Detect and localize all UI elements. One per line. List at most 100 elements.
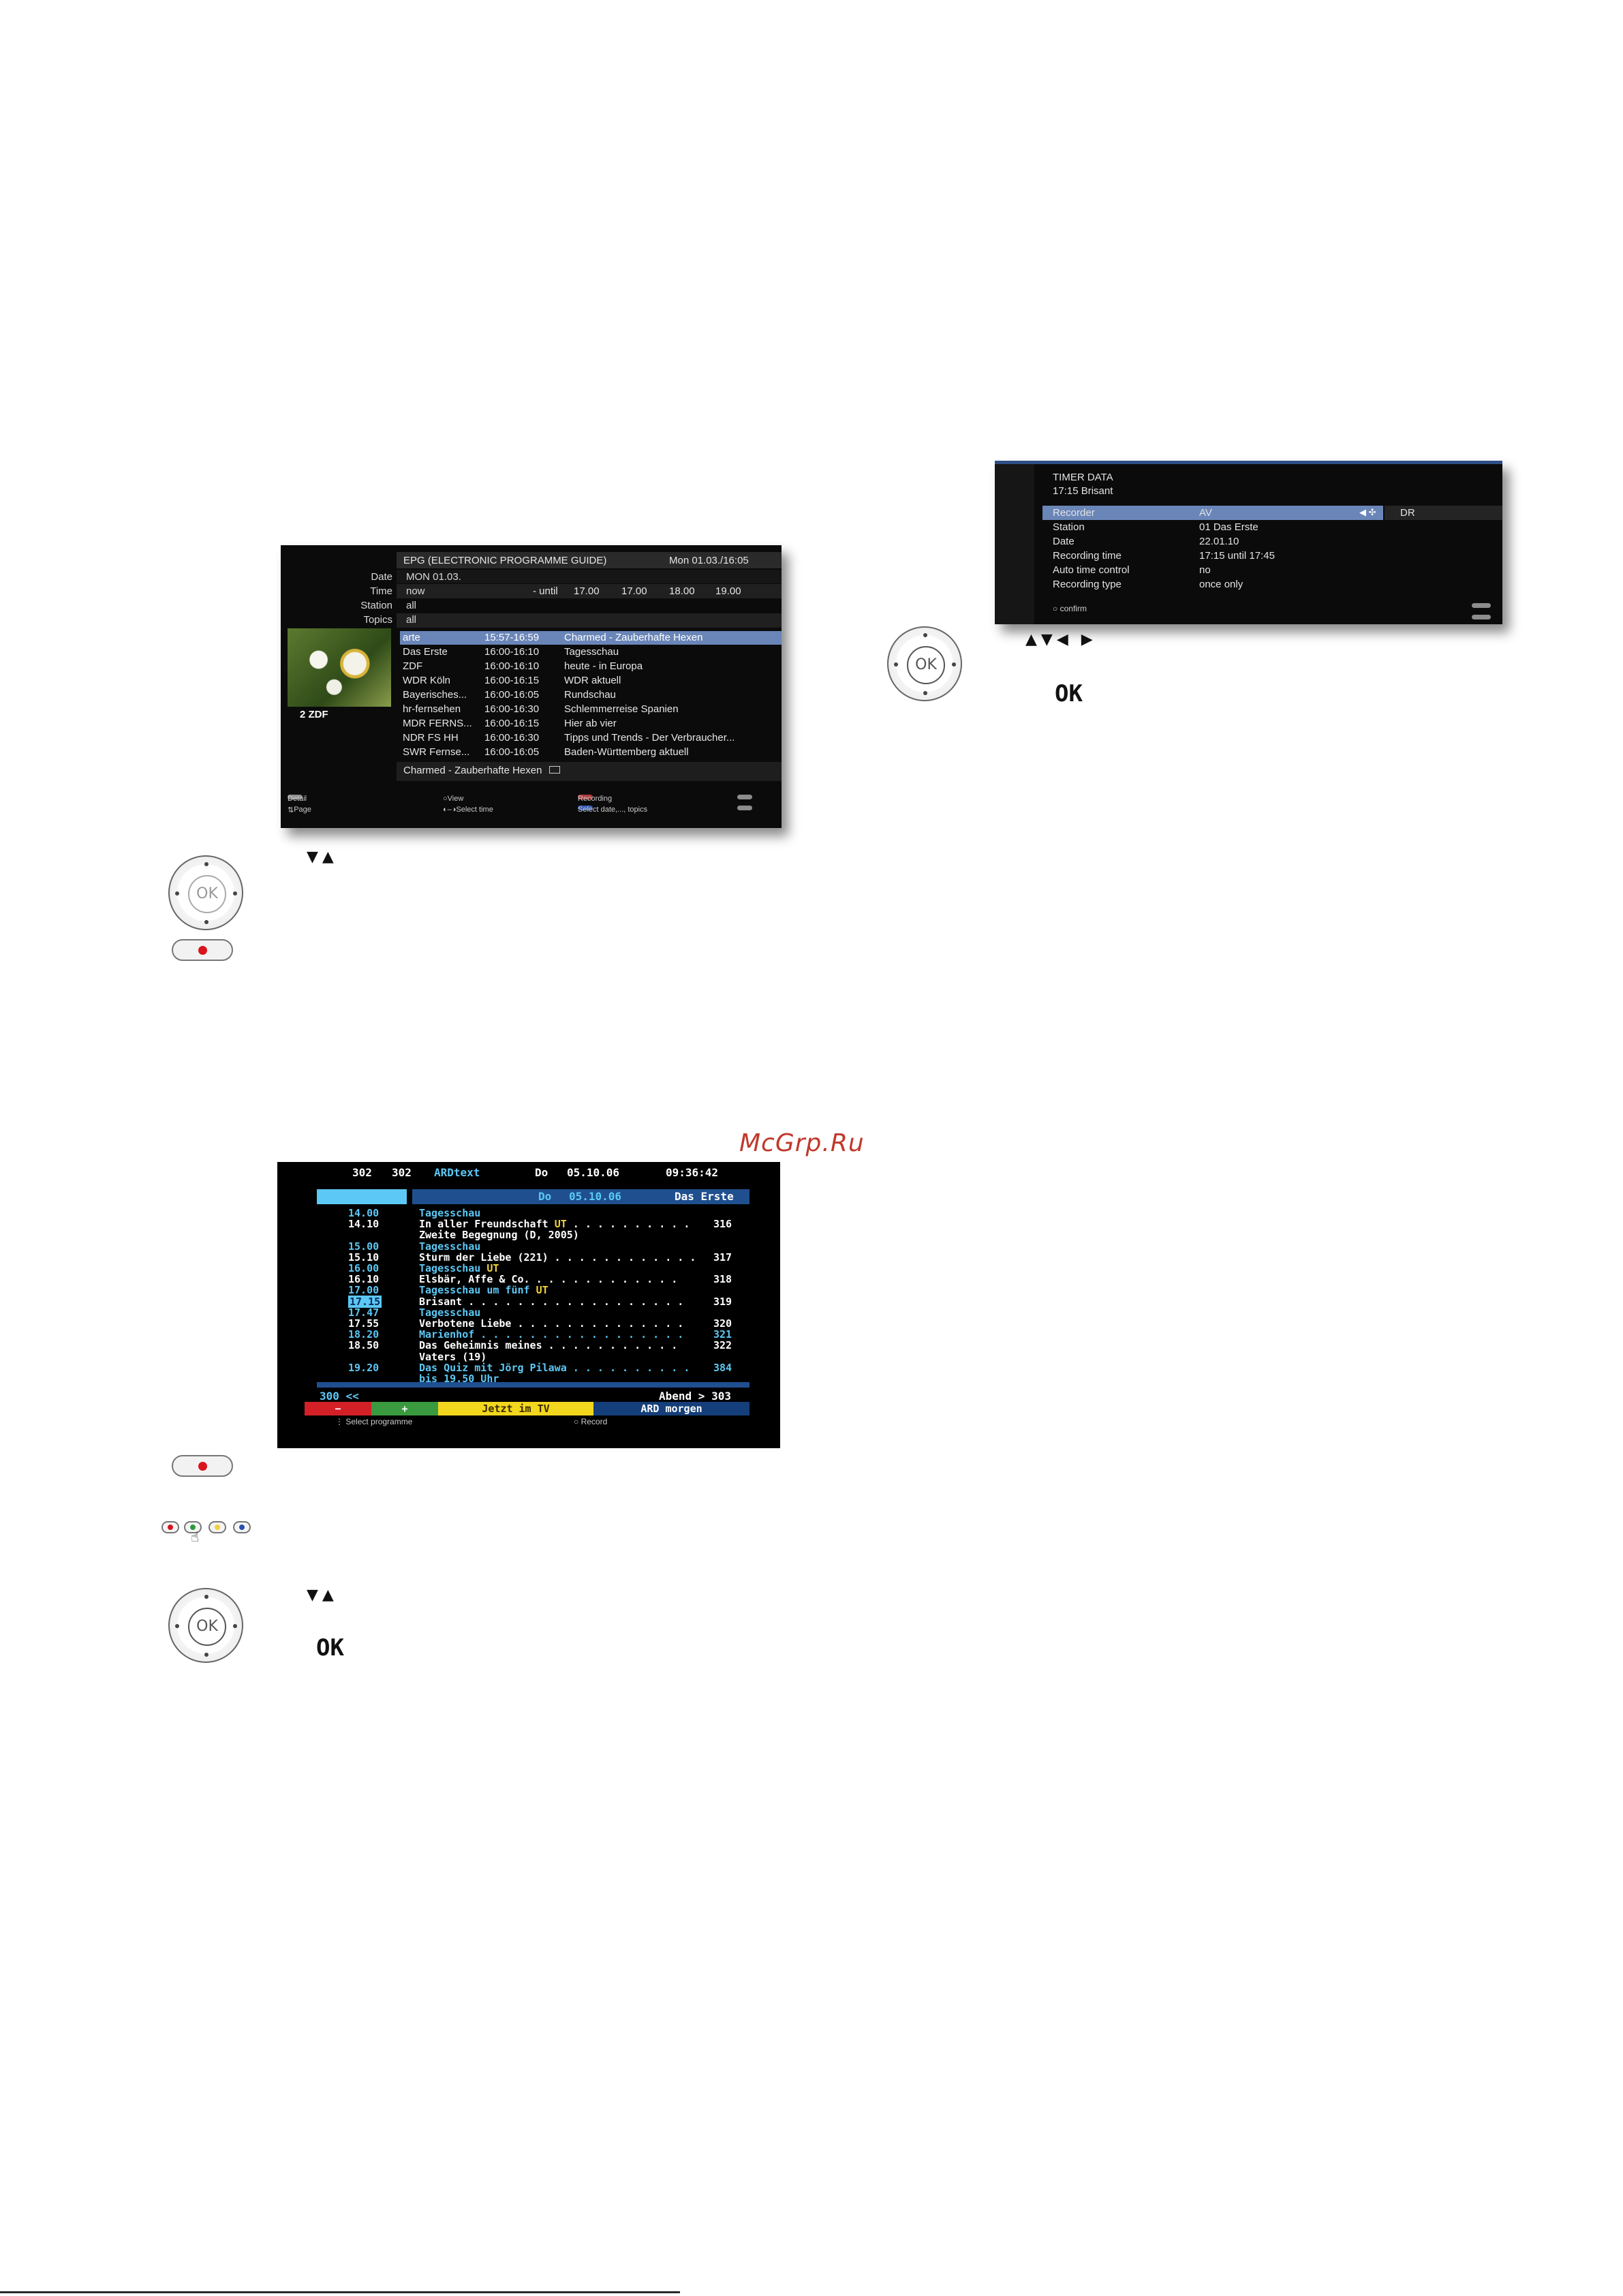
ttx-line-time: 15.10: [348, 1251, 380, 1264]
epg-row-time: 16:00-16:15: [484, 718, 540, 729]
ok-label: OK: [188, 875, 226, 913]
ttx-line-page[interactable]: 316: [713, 1218, 732, 1231]
epg-screen: EPG (ELECTRONIC PROGRAMME GUIDE) Mon 01.…: [281, 545, 782, 828]
ttx-line-page[interactable]: 321: [713, 1328, 732, 1341]
ttx-nav-left[interactable]: 300 <<: [320, 1390, 359, 1403]
epg-datetime: Mon 01.03./16:05: [669, 555, 749, 566]
epg-row-time: 16:00-16:30: [484, 732, 540, 744]
ok-button[interactable]: OK: [168, 1588, 243, 1663]
yellow-key-icon[interactable]: [208, 1521, 226, 1533]
red-key-icon: [578, 795, 593, 799]
ttx-nav-right[interactable]: Abend > 303: [659, 1390, 731, 1403]
timer-field-value[interactable]: no: [1199, 564, 1211, 576]
filter-time-value[interactable]: now: [406, 585, 425, 597]
record-button[interactable]: [172, 1455, 233, 1477]
ttx-date: 05.10.06: [567, 1166, 620, 1179]
ttx-footer-right: ○ Record: [574, 1417, 608, 1426]
epg-row-station: arte: [403, 632, 420, 643]
epg-title: EPG (ELECTRONIC PROGRAMME GUIDE): [403, 555, 607, 566]
ok-button[interactable]: OK: [887, 626, 962, 701]
ttx-day: Do: [535, 1166, 548, 1179]
ttx-cyan-block: [317, 1189, 407, 1204]
footer-page[interactable]: Page: [294, 806, 311, 814]
filter-time-label: Time: [370, 585, 392, 597]
epg-row-station: ZDF: [403, 660, 423, 672]
ttx-color-button[interactable]: ARD morgen: [593, 1402, 749, 1415]
end-key-icon: [1472, 614, 1491, 619]
red-key-icon[interactable]: [161, 1521, 179, 1533]
ttx-line-time: 15.00: [348, 1240, 380, 1253]
ttx-line-page[interactable]: 319: [713, 1295, 732, 1308]
footer-view[interactable]: View: [447, 795, 464, 803]
ok-navigation-button[interactable]: OK: [168, 855, 243, 930]
timer-field-value[interactable]: 17:15 until 17:45: [1199, 550, 1275, 562]
filter-station-value[interactable]: all: [406, 600, 417, 611]
ttx-line-title[interactable]: Verbotene Liebe . . . . . . . . . . . . …: [419, 1317, 684, 1330]
epg-row-station: NDR FS HH: [403, 732, 459, 744]
footer-recording[interactable]: Recording: [578, 795, 613, 803]
time-tick: 17.00: [574, 585, 600, 597]
ttx-line-title[interactable]: Marienhof . . . . . . . . . . . . . . . …: [419, 1328, 684, 1341]
ttx-line-title[interactable]: Sturm der Liebe (221) . . . . . . . . . …: [419, 1251, 696, 1264]
filter-topics-value[interactable]: all: [406, 614, 417, 626]
timer-field-value[interactable]: once only: [1199, 579, 1243, 590]
ttx-line-time: 17.15: [348, 1295, 382, 1308]
record-button[interactable]: [172, 939, 233, 961]
ttx-line-title[interactable]: In aller Freundschaft UT . . . . . . . .…: [419, 1218, 690, 1231]
ttx-line-time: 14.00: [348, 1207, 380, 1219]
time-tick: 19.00: [715, 585, 741, 597]
ttx-color-button[interactable]: −: [305, 1402, 371, 1415]
filter-date-value[interactable]: MON 01.03.: [406, 571, 461, 583]
epg-row-title: Schlemmerreise Spanien: [564, 703, 679, 715]
epg-row-time: 15:57-16:59: [484, 632, 540, 643]
ttx-color-button[interactable]: +: [371, 1402, 438, 1415]
timer-field-label: Recording type: [1053, 579, 1122, 590]
footer-select-time[interactable]: Select time: [456, 806, 493, 814]
ttx-line-title[interactable]: Das Geheimnis meines . . . . . . . . . .…: [419, 1339, 678, 1352]
ttx-line-title[interactable]: Elsbär, Affe & Co. . . . . . . . . . . .…: [419, 1273, 678, 1286]
page-rule: [0, 2291, 680, 2293]
epg-row-time: 16:00-16:05: [484, 746, 540, 758]
epg-row-station: Bayerisches...: [403, 689, 467, 701]
ttx-clock: 09:36:42: [666, 1166, 719, 1179]
epg-row-time: 16:00-16:05: [484, 689, 540, 701]
ttx-line-page[interactable]: 384: [713, 1361, 732, 1374]
ok-label: OK: [907, 646, 945, 684]
ttx-subheader: Do 05.10.06 Das Erste: [412, 1189, 749, 1204]
ttx-line-title: Zweite Begegnung (D, 2005): [419, 1229, 579, 1242]
ttx-line-page[interactable]: 320: [713, 1317, 732, 1330]
down-up-arrows-icon: ▼▲: [307, 1587, 338, 1604]
footer-select-date[interactable]: Select date,..., topics: [578, 806, 648, 814]
ttx-line-page[interactable]: 317: [713, 1251, 732, 1264]
menu-key-icon: [1472, 602, 1491, 608]
epg-row-title: WDR aktuell: [564, 675, 621, 686]
ok-label: OK: [188, 1608, 226, 1646]
ttx-page1: 302: [352, 1166, 372, 1179]
programme-info: Charmed - Zauberhafte Hexen: [403, 765, 560, 776]
green-key-icon[interactable]: [184, 1521, 202, 1533]
epg-row-time: 16:00-16:15: [484, 675, 540, 686]
ttx-line-title[interactable]: Das Quiz mit Jörg Pilawa . . . . . . . .…: [419, 1361, 690, 1374]
epg-row-time: 16:00-16:30: [484, 703, 540, 715]
timer-field-value[interactable]: AV: [1199, 507, 1212, 519]
timer-field-value[interactable]: 22.01.10: [1199, 536, 1239, 547]
filter-station-label: Station: [360, 600, 392, 611]
ttx-color-button[interactable]: Jetzt im TV: [438, 1402, 593, 1415]
ttx-footer-left: ⋮ Select programme: [335, 1417, 413, 1426]
footer-detail[interactable]: Detail: [288, 795, 307, 803]
ttx-line-page[interactable]: 322: [713, 1339, 732, 1352]
ttx-line-page[interactable]: 318: [713, 1273, 732, 1286]
watermark: McGrp.Ru: [739, 1129, 865, 1157]
timer-field-value[interactable]: 01 Das Erste: [1199, 521, 1258, 533]
blue-key-icon[interactable]: [233, 1521, 251, 1533]
ttx-line-title[interactable]: Brisant . . . . . . . . . . . . . . . . …: [419, 1295, 684, 1308]
